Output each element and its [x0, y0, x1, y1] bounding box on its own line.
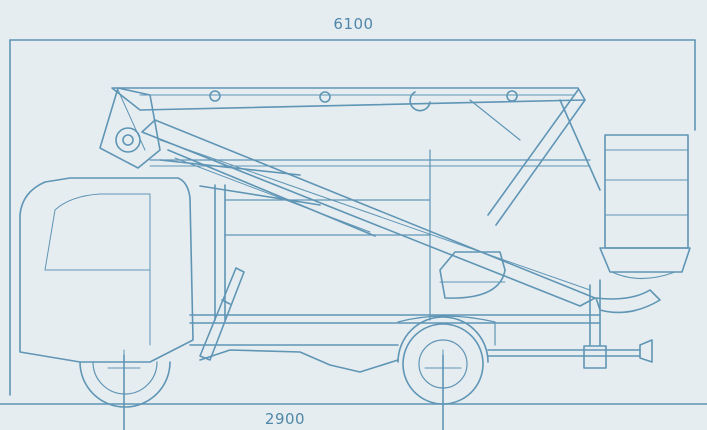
work-basket [599, 134, 691, 280]
basket-link [589, 279, 661, 346]
support-column [214, 184, 226, 321]
wheelbase-dimension-line [0, 354, 707, 430]
chassis-frame [189, 314, 653, 373]
turntable [439, 251, 506, 299]
overall-length-label: 6100 [333, 15, 374, 33]
wheelbase-label: 2900 [264, 410, 306, 428]
boom-pivot-head [99, 87, 161, 169]
telescopic-boom [141, 119, 596, 307]
jib-arm [469, 89, 601, 226]
lift-cylinder [159, 159, 321, 206]
rear-body-frame [224, 149, 431, 321]
truck-cab [19, 177, 194, 363]
front-wheel [79, 349, 171, 408]
cab-window [44, 193, 151, 271]
overall-length-dimension-line [9, 39, 696, 396]
outrigger [199, 267, 245, 361]
rear-wheel [397, 315, 496, 405]
upper-boom [111, 87, 586, 112]
